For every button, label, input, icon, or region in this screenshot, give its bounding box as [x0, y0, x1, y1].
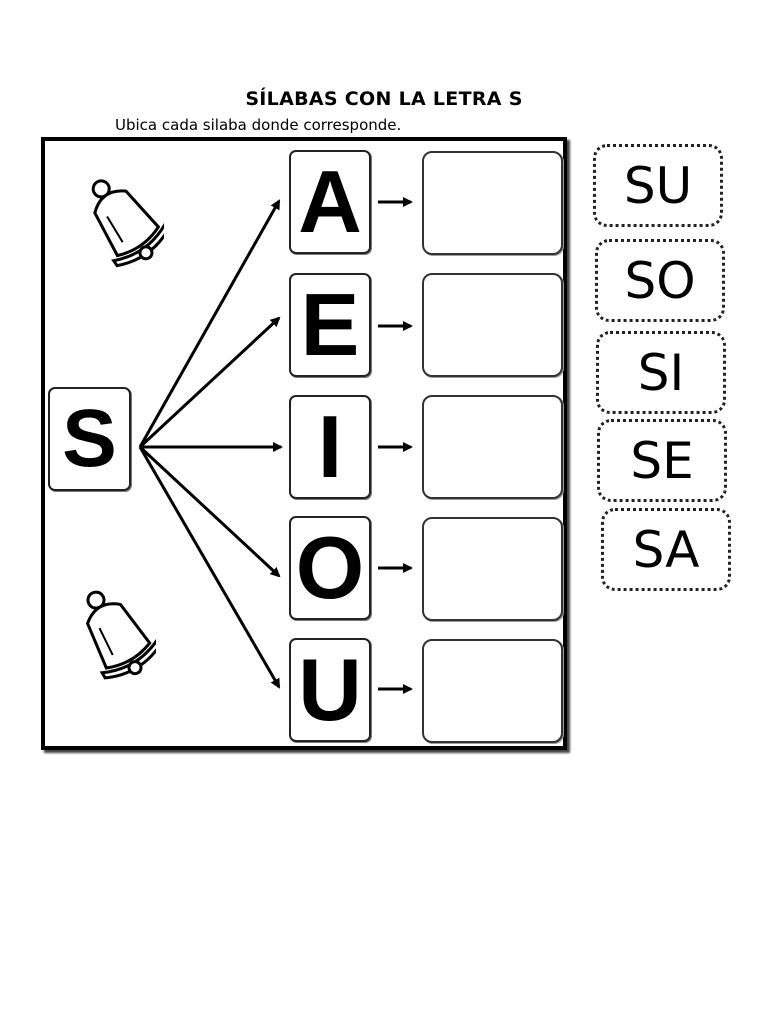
vowel-tile-a: A: [289, 150, 371, 254]
arrow-to-e: [138, 316, 281, 449]
vowel-tile-i: I: [289, 395, 371, 499]
answer-box-u[interactable]: [422, 639, 563, 743]
arrow-to-u: [138, 446, 281, 689]
answer-box-e[interactable]: [422, 273, 563, 377]
syllable-card-se[interactable]: SE: [597, 419, 727, 502]
syllable-card-su[interactable]: SU: [593, 144, 723, 227]
vowel-tile-o: O: [289, 516, 371, 620]
bell-icon: [85, 590, 156, 680]
vowel-tile-u: U: [289, 638, 371, 742]
answer-box-a[interactable]: [422, 151, 563, 255]
answer-box-i[interactable]: [422, 395, 563, 499]
answer-box-o[interactable]: [422, 517, 563, 621]
bell-icon: [91, 179, 164, 268]
consonant-tile: S: [48, 387, 131, 491]
syllable-card-si[interactable]: SI: [596, 331, 726, 414]
worksheet-instruction: Ubica cada silaba donde corresponde.: [115, 116, 402, 134]
syllable-card-so[interactable]: SO: [595, 239, 725, 322]
arrow-to-a: [138, 199, 281, 448]
exercise-frame: [41, 137, 567, 750]
vowel-tile-e: E: [289, 273, 371, 377]
worksheet-title: SÍLABAS CON LA LETRA S: [245, 88, 523, 110]
arrow-to-o: [138, 445, 281, 578]
syllable-card-sa[interactable]: SA: [601, 508, 731, 591]
